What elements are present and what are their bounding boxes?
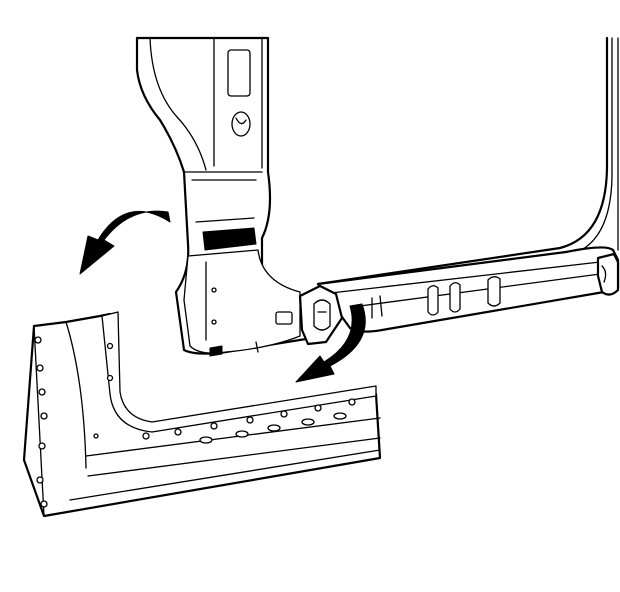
pillar-opening-upper: [227, 49, 251, 97]
rear-sill-bracket: [596, 252, 620, 296]
b-pillar-reinforcement: [135, 36, 344, 357]
body-side-panel: [316, 36, 620, 333]
bracket-slot: [275, 311, 293, 325]
curved-arrow-down: [295, 303, 366, 383]
curved-arrow-left: [79, 210, 171, 275]
rocker-panel-outer: [22, 311, 382, 518]
panel-holes: [34, 336, 356, 508]
foam-block: [202, 227, 257, 251]
panel-slots: [93, 412, 347, 444]
sill-slots: [371, 276, 501, 319]
